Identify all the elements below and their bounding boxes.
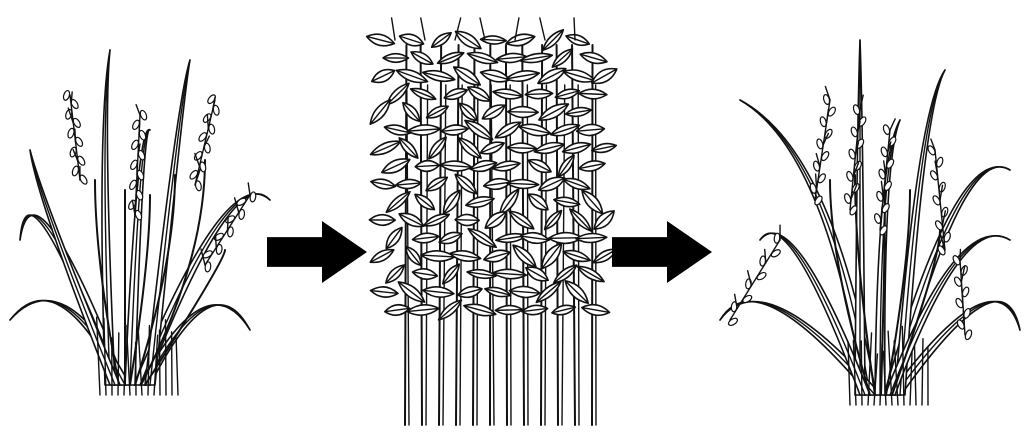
wheat-plant-icon <box>10 50 270 395</box>
legume-crop-icon <box>365 18 619 425</box>
rice-plant-icon <box>720 40 1020 405</box>
right-arrow-icon <box>267 221 367 283</box>
right-arrow-icon <box>612 221 712 283</box>
